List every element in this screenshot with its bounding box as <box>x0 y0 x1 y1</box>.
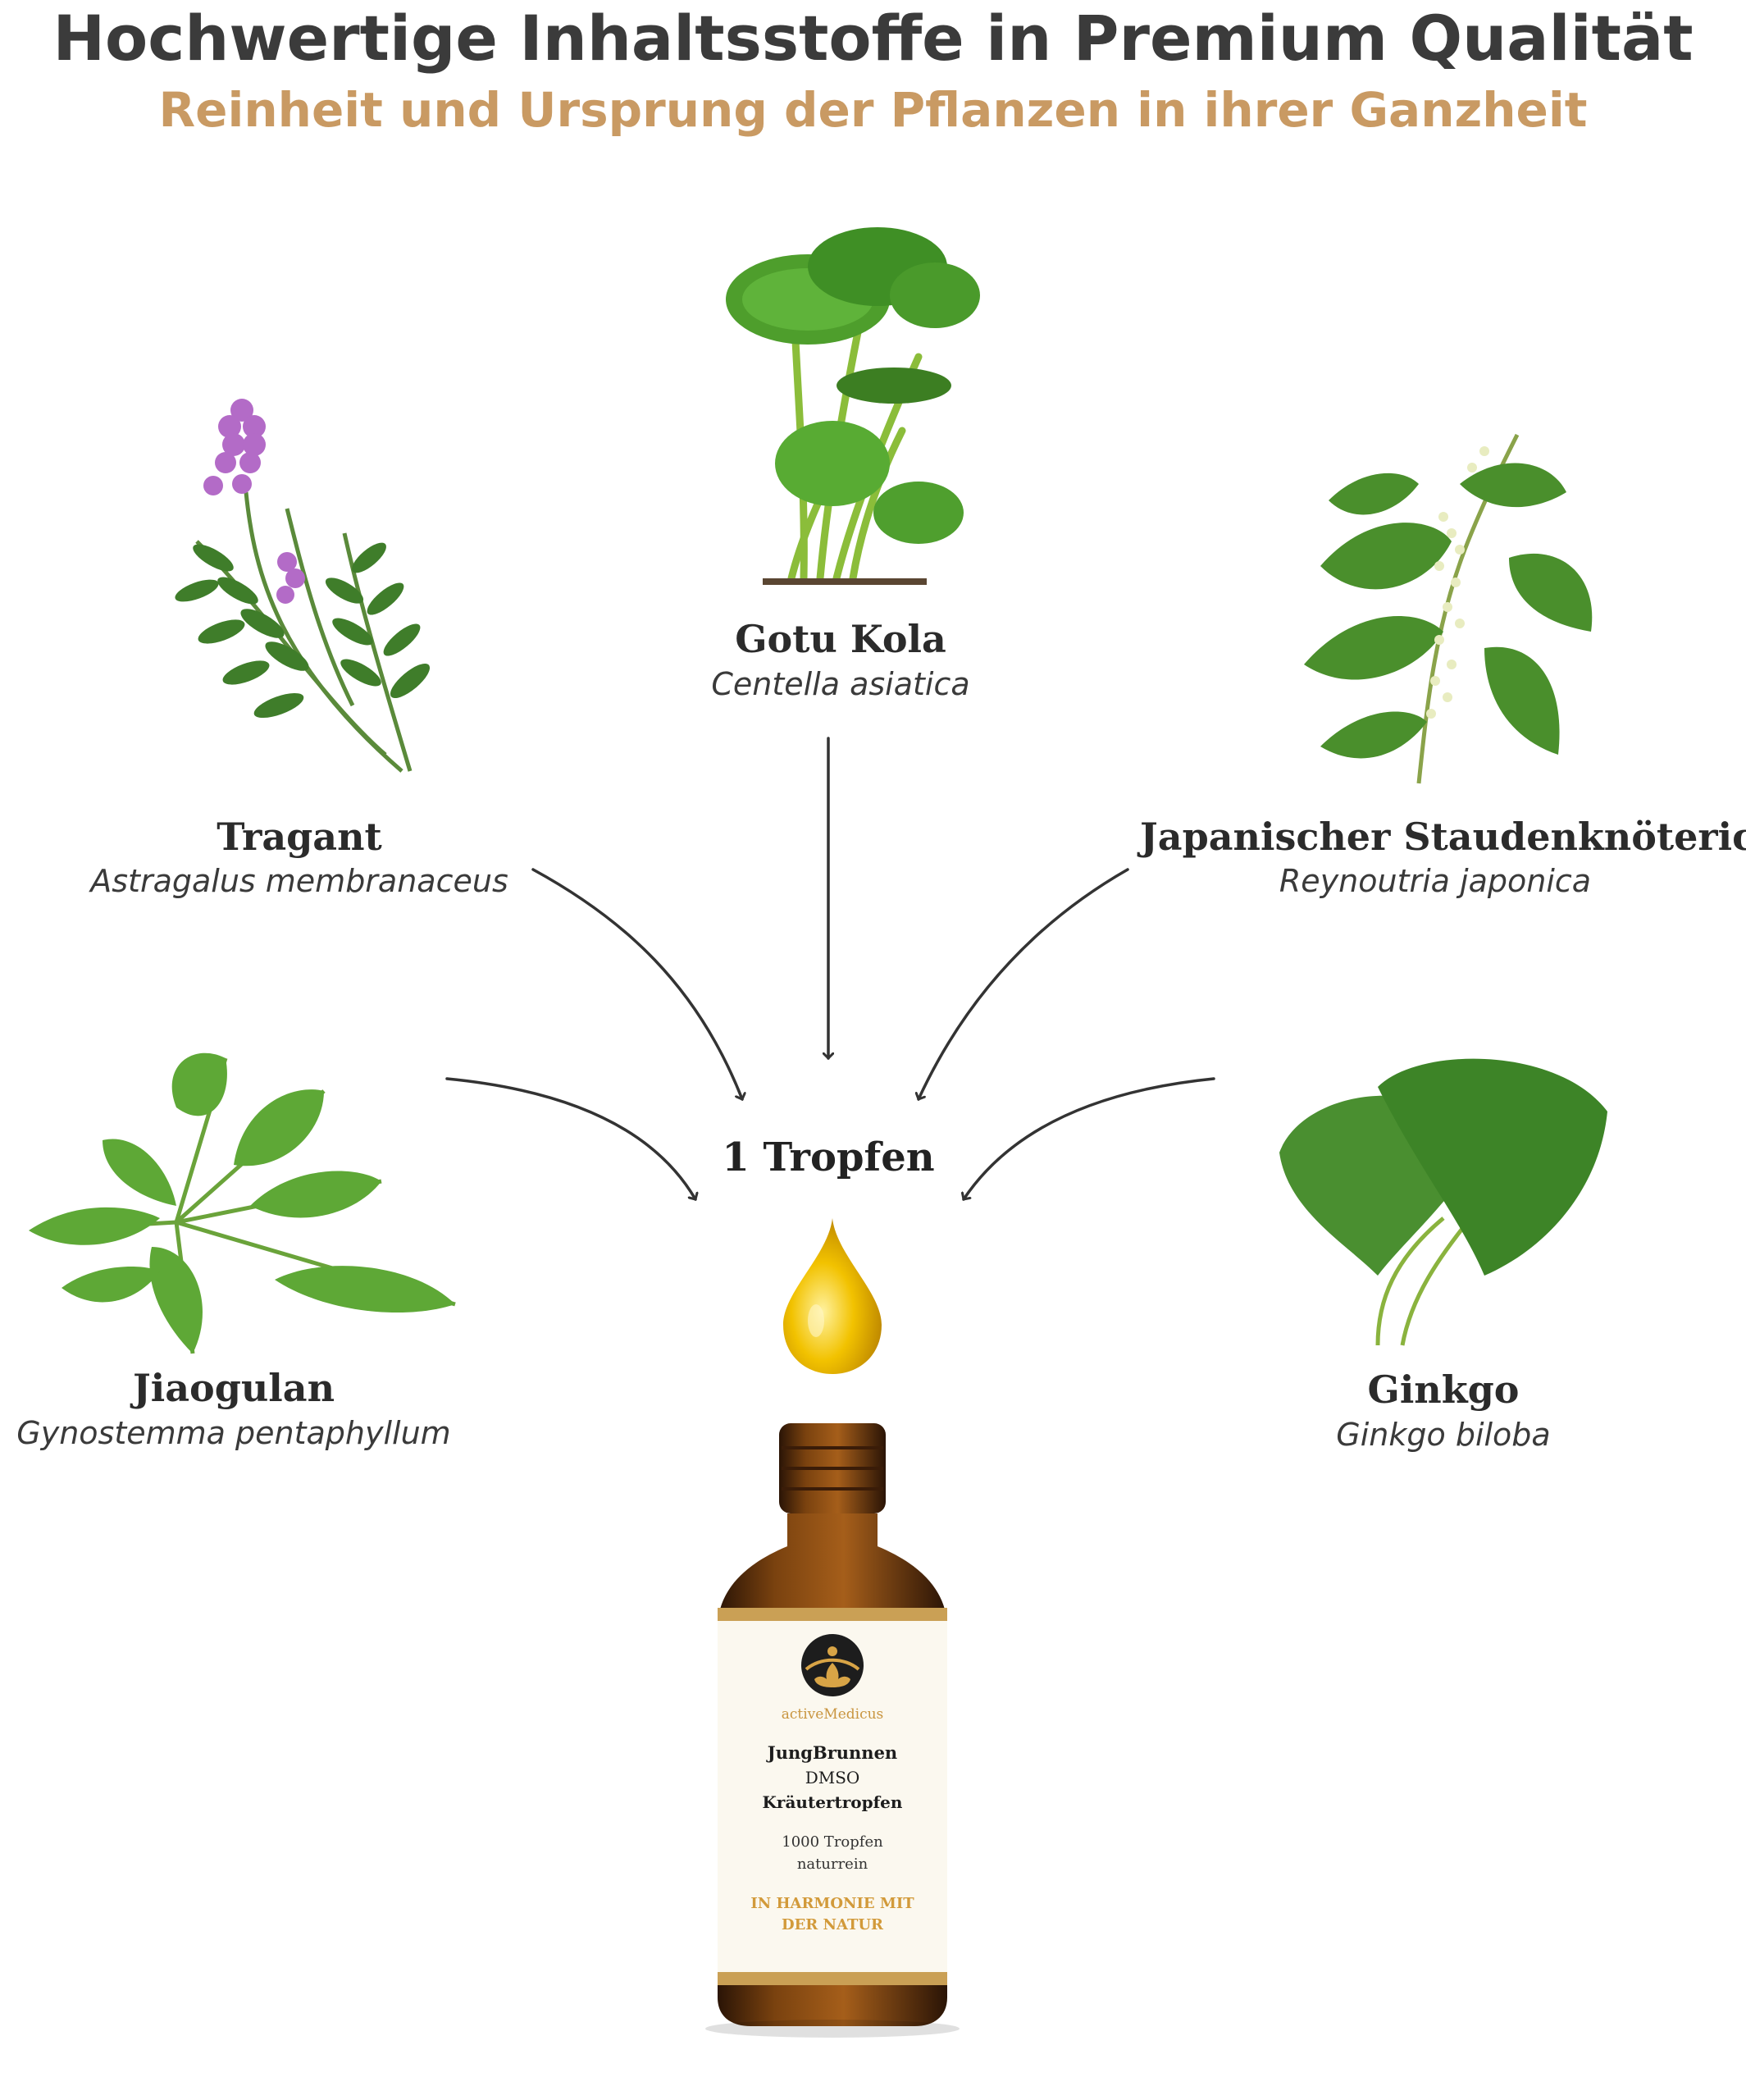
plant-latin-ginkgo: Ginkgo biloba <box>1336 1417 1551 1453</box>
tragant-plant-image <box>175 399 431 773</box>
plant-latin-knoeterich: Reynoutria japonica <box>1279 863 1592 899</box>
bottle-shadow <box>705 2020 960 2038</box>
arrow-jiaogulan <box>445 1077 695 1199</box>
plant-name-jiaogulan: Jiaogulan <box>132 1366 335 1410</box>
knoeterich-plant-image <box>1304 433 1593 784</box>
bottle-slogan-line1: IN HARMONIE MIT <box>750 1895 914 1912</box>
plant-latin-jiaogulan: Gynostemma pentaphyllum <box>16 1415 451 1451</box>
bottle-product-line3: Kräutertropfen <box>762 1792 903 1812</box>
plant-name-knoeterich: Japanischer Staudenknöterich <box>1140 815 1746 859</box>
drops-label: 1 Tropfen <box>722 1134 935 1180</box>
plant-latin-tragant: Astragalus membranaceus <box>90 863 508 899</box>
plant-name-gotu-kola: Gotu Kola <box>735 617 946 661</box>
bottle-detail-line2: naturrein <box>796 1856 868 1873</box>
ginkgo-plant-image <box>1279 1058 1607 1346</box>
bottle-product-line2: DMSO <box>805 1768 860 1787</box>
bottle-brand: activeMedicus <box>781 1706 884 1723</box>
plant-name-ginkgo: Ginkgo <box>1367 1367 1520 1412</box>
arrow-tragant <box>531 868 742 1099</box>
arrow-ginkgo <box>964 1077 1215 1199</box>
bottle-detail-line1: 1000 Tropfen <box>782 1833 883 1851</box>
bottle-product-line1: JungBrunnen <box>767 1742 898 1763</box>
oil-drop-icon <box>783 1218 882 1374</box>
page-subtitle: Reinheit und Ursprung der Pflanzen in ih… <box>158 82 1588 138</box>
jiaogulan-plant-image <box>29 1052 456 1354</box>
plant-name-tragant: Tragant <box>217 815 382 859</box>
product-bottle-image <box>718 1423 947 2026</box>
bottle-slogan-line2: DER NATUR <box>781 1916 884 1933</box>
gotu-kola-plant-image <box>726 227 980 585</box>
bottle-label-text: activeMedicus JungBrunnen DMSO Kräutertr… <box>718 1706 947 1936</box>
arrow-knoeterich <box>919 868 1129 1099</box>
page-title: Hochwertige Inhaltsstoffe in Premium Qua… <box>52 2 1694 75</box>
plant-latin-gotu-kola: Centella asiatica <box>711 666 970 702</box>
